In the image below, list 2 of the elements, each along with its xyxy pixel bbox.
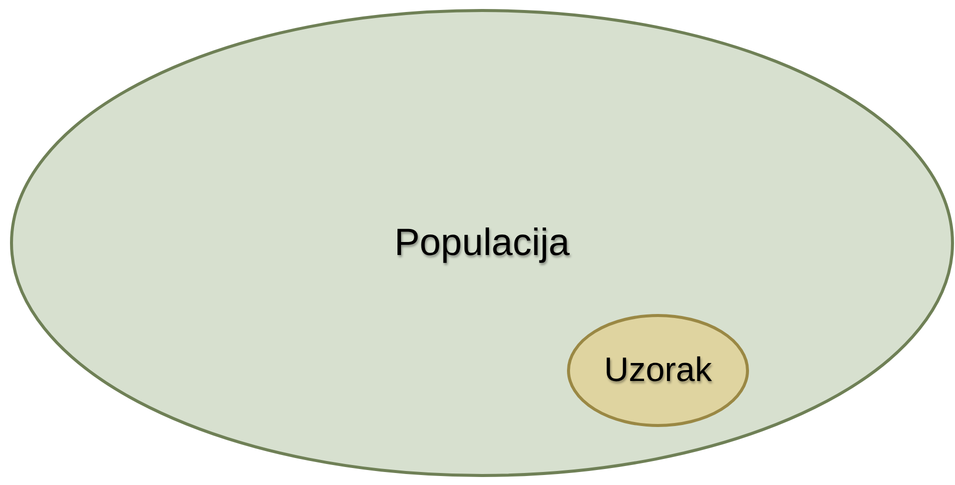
node-label: Populacija [394,222,570,264]
node-label: Uzorak [604,351,712,390]
